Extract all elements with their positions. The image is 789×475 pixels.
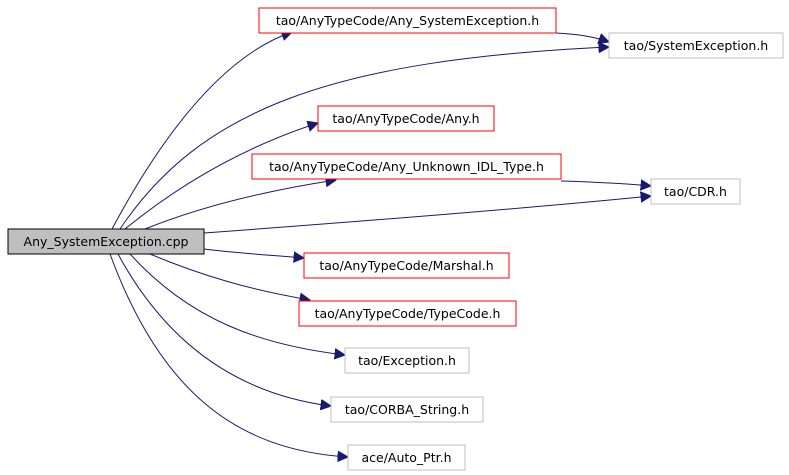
node-label: tao/AnyTypeCode/Any_Unknown_IDL_Type.h [269, 159, 544, 174]
node-box [303, 252, 510, 279]
node-box [317, 105, 495, 132]
node-auto-ptr-h[interactable]: ace/Auto_Ptr.h [347, 444, 466, 471]
node-any-unknown-idl-type-h[interactable]: tao/AnyTypeCode/Any_Unknown_IDL_Type.h [251, 153, 562, 180]
node-label: tao/CORBA_String.h [345, 402, 469, 417]
root-node-box [7, 228, 205, 255]
node-any-h[interactable]: tao/AnyTypeCode/Any.h [317, 105, 495, 132]
node-label: tao/SystemException.h [624, 38, 768, 53]
node-box [344, 347, 470, 374]
node-box [298, 300, 517, 327]
edge-root-n7 [149, 253, 310, 300]
root-node[interactable]: Any_SystemException.cpp [7, 228, 205, 255]
edge-root-n2 [119, 47, 609, 230]
node-box [251, 153, 562, 180]
node-label: tao/AnyTypeCode/Any.h [332, 111, 479, 126]
node-label: tao/AnyTypeCode/Any_SystemException.h [276, 13, 539, 28]
node-label: tao/Exception.h [358, 353, 456, 368]
node-systemexception-h[interactable]: tao/SystemException.h [608, 32, 784, 59]
edge-root-n8 [129, 253, 345, 355]
edges [109, 32, 651, 457]
node-marshal-h[interactable]: tao/AnyTypeCode/Marshal.h [303, 252, 510, 279]
node-box [330, 396, 484, 423]
root-node-label: Any_SystemException.cpp [24, 234, 189, 249]
node-any-systemexception-h[interactable]: tao/AnyTypeCode/Any_SystemException.h [258, 7, 557, 34]
node-label: tao/AnyTypeCode/Marshal.h [319, 258, 493, 273]
node-label: ace/Auto_Ptr.h [361, 450, 451, 465]
edge-root-n3 [124, 123, 318, 230]
node-box [258, 7, 557, 34]
node-corba-string-h[interactable]: tao/CORBA_String.h [330, 396, 484, 423]
edge-n1-n2 [555, 32, 609, 42]
node-box [650, 178, 741, 205]
node-box [347, 444, 466, 471]
node-typecode-h[interactable]: tao/AnyTypeCode/TypeCode.h [298, 300, 517, 327]
edge-root-n5 [203, 196, 651, 234]
edge-root-n4 [144, 180, 336, 230]
node-box [608, 32, 784, 59]
edge-n4-n5 [560, 181, 651, 186]
edge-root-n6 [203, 248, 304, 258]
node-label: tao/AnyTypeCode/TypeCode.h [315, 306, 501, 321]
edge-root-n1 [111, 32, 292, 230]
edge-root-n9 [117, 253, 331, 406]
node-label: tao/CDR.h [664, 184, 727, 199]
node-cdr-h[interactable]: tao/CDR.h [650, 178, 741, 205]
node-exception-h[interactable]: tao/Exception.h [344, 347, 470, 374]
edge-root-n10 [109, 253, 348, 457]
